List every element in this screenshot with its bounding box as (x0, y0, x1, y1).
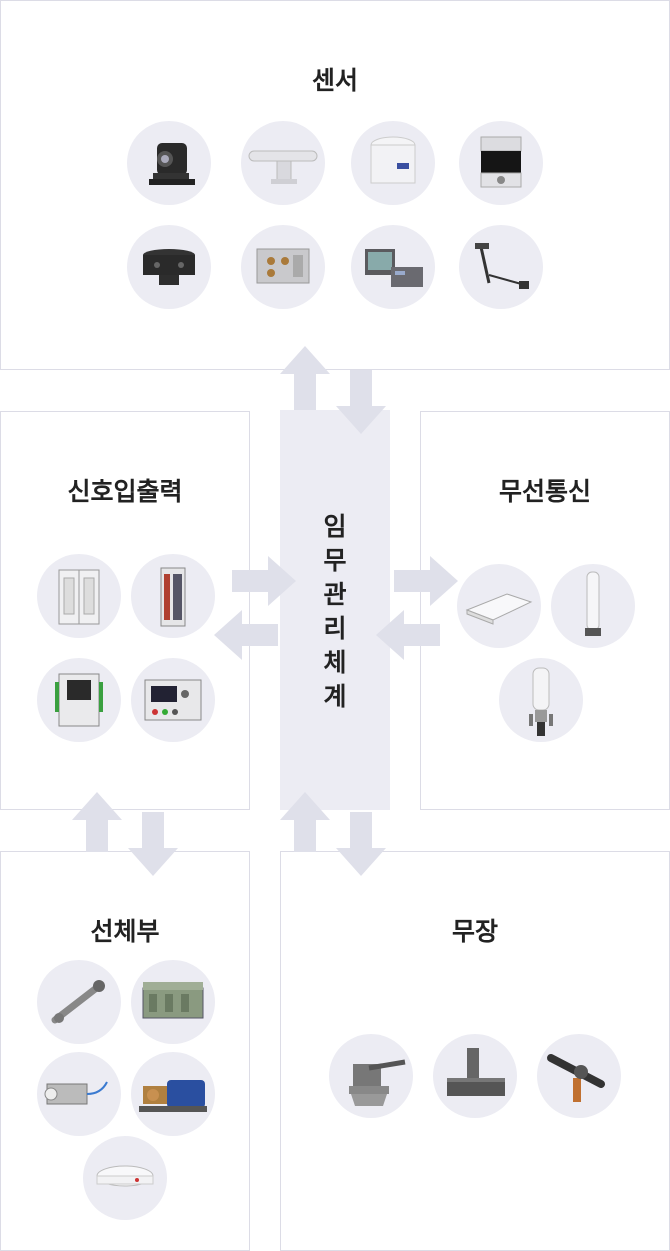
radar-antenna-icon (241, 121, 325, 205)
steering-arm-icon (37, 960, 121, 1044)
omni-antenna-icon (499, 658, 583, 742)
arrow-signal-to-hull (128, 812, 178, 876)
water-cannon-icon (537, 1034, 621, 1118)
generator-icon (131, 960, 215, 1044)
wireless-title: 무선통신 (498, 477, 591, 506)
sensor-title: 센서 (311, 66, 358, 95)
gun-turret-icon (329, 1034, 413, 1118)
motor-pump-icon (131, 1052, 215, 1136)
smoke-detector-icon (83, 1136, 167, 1220)
cabinet-icon (37, 554, 121, 638)
arrow-signal-to-core (232, 556, 296, 606)
eo-ir-camera-icon (127, 121, 211, 205)
lidar-icon (459, 121, 543, 205)
shaft-sensor-icon (37, 1052, 121, 1136)
hull-panel: 선체부 (0, 851, 250, 1251)
arrow-core-to-sensor (280, 346, 330, 410)
whip-antenna-icon (551, 564, 635, 648)
io-rack-icon (131, 554, 215, 638)
wireless-panel: 무선통신 (420, 411, 670, 810)
hull-title: 선체부 (90, 917, 160, 946)
arrow-hull-to-signal (72, 792, 122, 852)
multi-sensor-icon (127, 225, 211, 309)
io-controller-icon (37, 658, 121, 742)
arrow-wireless-to-core (376, 610, 440, 660)
arrow-weapon-to-core (280, 792, 330, 852)
weapon-panel: 무장 (280, 851, 670, 1251)
arrow-sensor-to-core (336, 370, 386, 434)
arrow-core-to-signal (214, 610, 278, 660)
weapon-title: 무장 (451, 917, 498, 946)
control-panel-icon (131, 658, 215, 742)
sensor-panel: 센서 (0, 0, 670, 370)
signal-io-panel: 신호입출력 (0, 411, 250, 810)
launcher-icon (433, 1034, 517, 1118)
flat-antenna-icon (457, 564, 541, 648)
core-title: 임 무 관 리 체 계 (323, 512, 347, 711)
radome-icon (351, 121, 435, 205)
arrow-core-to-weapon (336, 812, 386, 876)
sensor-module-icon (241, 225, 325, 309)
arrow-core-to-wireless (394, 556, 458, 606)
display-console-icon (351, 225, 435, 309)
signal-io-title: 신호입출력 (67, 477, 183, 506)
anemometer-icon (459, 225, 543, 309)
mission-management-system: 임 무 관 리 체 계 (280, 410, 390, 810)
